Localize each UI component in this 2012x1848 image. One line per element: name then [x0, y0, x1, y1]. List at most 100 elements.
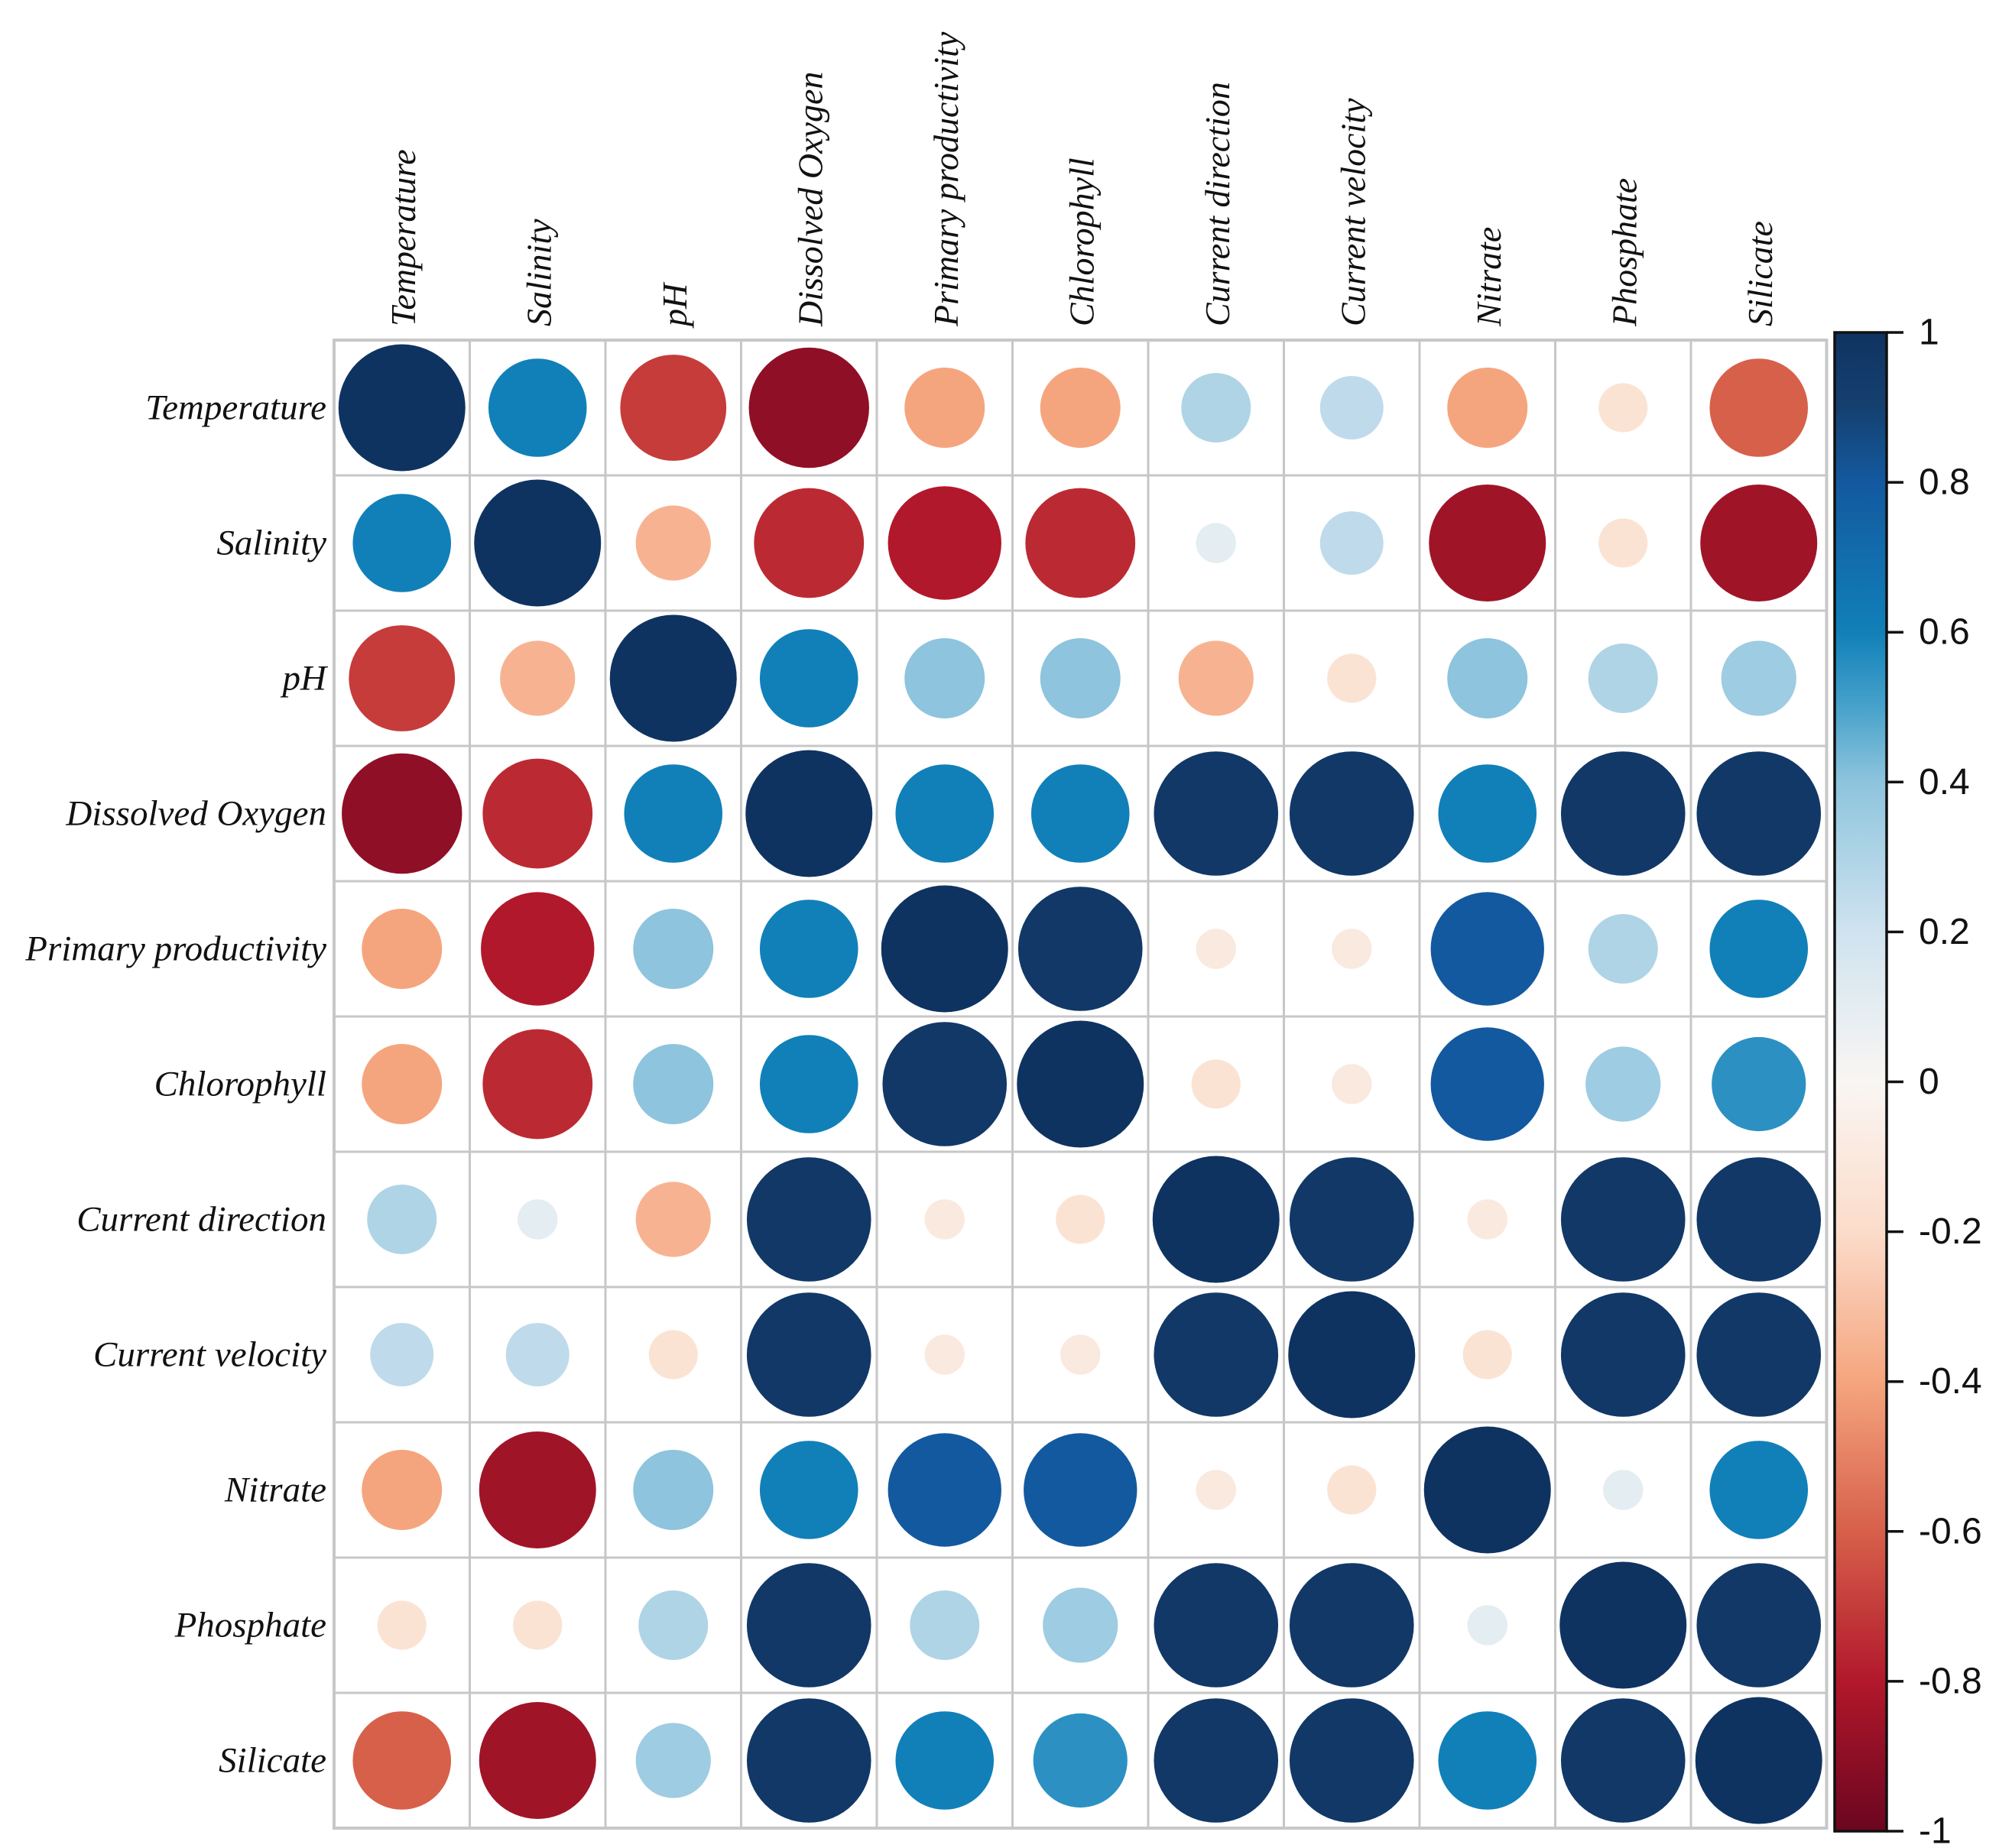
correlation-circle [370, 1323, 434, 1386]
correlation-circle [633, 1450, 714, 1530]
correlation-circle [746, 1698, 871, 1823]
correlation-circle [1588, 914, 1658, 984]
correlation-circle [1289, 1157, 1414, 1282]
row-label: Primary productivity [24, 929, 326, 969]
correlation-circle [888, 1433, 1001, 1547]
correlation-circle [362, 1450, 443, 1530]
correlation-circle [882, 1022, 1008, 1146]
correlation-circle [895, 1711, 995, 1810]
correlation-circle [881, 885, 1008, 1013]
correlation-circle [1429, 485, 1546, 601]
correlation-circle [1289, 1698, 1414, 1823]
correlation-circle [1447, 638, 1528, 718]
correlation-circle [1712, 1036, 1806, 1132]
colorbar-tick-label: 0.4 [1919, 762, 1970, 802]
correlation-circle [759, 900, 858, 998]
row-label: Nitrate [224, 1470, 326, 1510]
col-label: Temperature [384, 149, 423, 326]
correlation-circle [352, 494, 452, 592]
correlation-circle [1319, 511, 1384, 575]
colorbar-tick-label: 0 [1919, 1062, 1939, 1102]
correlation-circle [505, 1323, 570, 1386]
correlation-circle [746, 1292, 871, 1417]
col-label: Phosphate [1605, 178, 1644, 327]
correlation-circle [362, 1044, 443, 1124]
correlation-circle [888, 486, 1001, 600]
correlation-circle [1040, 638, 1121, 718]
correlation-circle [1319, 376, 1384, 439]
row-label: Current direction [76, 1200, 326, 1240]
correlation-circle [1196, 929, 1236, 969]
correlation-circle [910, 1590, 980, 1660]
correlation-circle [1467, 1199, 1507, 1240]
row-label: Phosphate [174, 1606, 326, 1645]
correlation-circle [746, 1563, 871, 1688]
row-label: Silicate [219, 1741, 326, 1781]
correlation-circle [1598, 518, 1648, 568]
correlation-circle [1154, 751, 1279, 876]
row-label: Salinity [216, 524, 326, 563]
col-label: Chlorophyll [1062, 157, 1101, 326]
correlation-circle [1017, 887, 1143, 1011]
correlation-circle [1289, 751, 1414, 876]
correlation-circle [482, 1029, 593, 1140]
correlation-circle [479, 1431, 596, 1548]
correlation-circle [500, 640, 576, 716]
correlation-circle [362, 909, 443, 989]
correlation-circle [895, 764, 995, 863]
correlation-circle [1588, 644, 1658, 713]
correlation-circle [924, 1199, 965, 1240]
correlation-circle [620, 355, 727, 461]
correlation-circle [342, 753, 462, 874]
colorbar-tick-label: 0.6 [1919, 612, 1970, 653]
correlation-circle [748, 347, 869, 468]
matrix-cell [1147, 880, 1285, 1018]
col-label: pH [655, 281, 694, 329]
correlation-circle [746, 1157, 871, 1282]
correlation-circle [338, 344, 466, 472]
colorbar-tick-label: -1 [1919, 1811, 1952, 1848]
correlation-circle [1178, 640, 1254, 716]
correlation-circle [633, 1044, 714, 1124]
col-label: Silicate [1741, 221, 1780, 326]
col-label: Primary productivity [926, 31, 965, 327]
correlation-circle [481, 892, 595, 1006]
correlation-circle [1327, 1465, 1377, 1515]
colorbar-tick-label: -0.2 [1919, 1211, 1982, 1252]
correlation-circle [1030, 764, 1130, 863]
correlation-circle [1709, 1441, 1809, 1539]
correlation-circle [1696, 1157, 1822, 1282]
correlation-circle [377, 1600, 427, 1650]
correlation-circle [1560, 1157, 1686, 1282]
correlation-circle [1154, 1292, 1279, 1417]
correlation-circle [1430, 1027, 1544, 1141]
correlation-circle [1695, 1697, 1822, 1824]
correlation-circle [1043, 1587, 1118, 1663]
row-label: Temperature [145, 388, 326, 428]
correlation-circle [1430, 892, 1544, 1006]
row-label: Chlorophyll [154, 1065, 326, 1104]
correlation-circle [609, 614, 737, 742]
matrix-frame [333, 339, 1829, 1830]
correlation-circle [1696, 751, 1822, 876]
correlation-circle [1467, 1605, 1507, 1645]
correlation-circle [1721, 640, 1796, 716]
correlation-circle [479, 1702, 596, 1819]
correlation-circle [759, 629, 858, 728]
correlation-circle [1060, 1334, 1101, 1375]
correlation-circle [1327, 653, 1377, 703]
correlation-circle [1191, 1059, 1241, 1109]
correlation-circle [1696, 1563, 1822, 1688]
correlation-circle [904, 638, 985, 718]
correlation-circle [488, 358, 587, 457]
correlation-circle [1025, 488, 1136, 598]
correlation-circle [1709, 900, 1809, 998]
col-label: Current velocity [1333, 98, 1372, 326]
correlation-circle [1585, 1046, 1661, 1122]
correlation-circle [648, 1330, 698, 1380]
row-label: pH [281, 659, 329, 699]
correlation-circle [482, 758, 593, 869]
colorbar-tick-label: -0.8 [1919, 1661, 1982, 1701]
correlation-circle [367, 1185, 437, 1254]
